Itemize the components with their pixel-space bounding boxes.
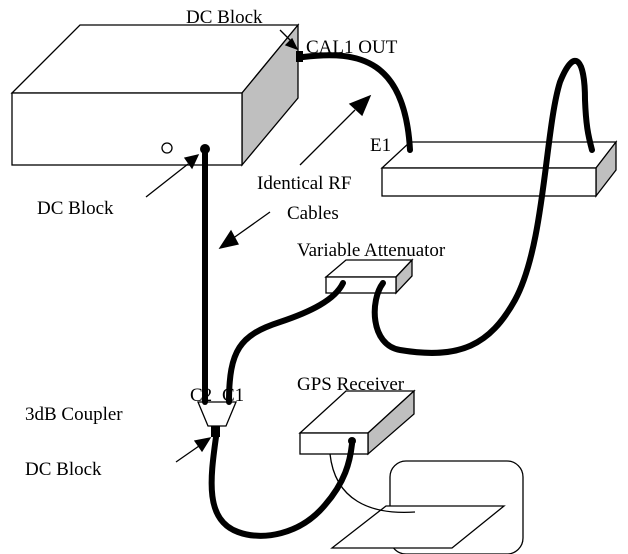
- gps-laptop-cable: [329, 453, 416, 514]
- label-cables: Cables: [287, 203, 339, 224]
- e1-box: [380, 140, 618, 198]
- coupler-body: [197, 401, 237, 427]
- arrow-dc-block-left-line: [145, 163, 189, 198]
- label-cal1-out: CAL1 OUT: [306, 37, 398, 58]
- arrow-dc-block-bottom-line: [175, 445, 200, 463]
- gps-front-face: [299, 432, 369, 455]
- label-3db-coupler: 3dB Coupler: [25, 404, 123, 425]
- cal1-out-connector: [296, 51, 303, 62]
- main-instrument-box: [10, 23, 303, 167]
- label-dc-block-left: DC Block: [37, 198, 114, 219]
- arrow-dc-block-top-head: [284, 37, 299, 51]
- arrow-identical-rf-head: [348, 94, 372, 117]
- label-e1: E1: [370, 135, 391, 156]
- cable-coupler-to-gps: [208, 434, 355, 539]
- e1-box-front-face: [381, 167, 597, 197]
- e1-box-top-face: [380, 141, 618, 169]
- arrow-identical-rf-line: [299, 109, 356, 166]
- cable-cal1-to-e1: [300, 52, 413, 153]
- gps-receiver-box: [298, 389, 416, 456]
- laptop-keyboard: [330, 505, 506, 549]
- cable-c1-to-attenuator: [226, 280, 346, 405]
- label-variable-attenuator: Variable Attenuator: [297, 240, 446, 261]
- main-box-port-circle: [161, 142, 173, 154]
- arrow-cables-head: [218, 229, 239, 249]
- laptop: [330, 460, 524, 554]
- label-gps-receiver: GPS Receiver: [297, 374, 405, 395]
- arrow-dc-block-bottom-head: [193, 437, 212, 453]
- label-c1: C1: [222, 385, 244, 406]
- labels: DC Block CAL1 OUT E1 Identical RF Cables…: [25, 7, 446, 480]
- coupler-dc-block: [211, 426, 220, 437]
- rf-cables: [202, 52, 595, 539]
- arrow-dc-block-left-head: [183, 154, 200, 170]
- arrows: [145, 29, 372, 463]
- label-c2: C2: [190, 385, 212, 406]
- label-identical-rf: Identical RF: [257, 173, 351, 194]
- coupler-3db: [197, 401, 237, 437]
- cable-attenuator-to-e1: [371, 57, 595, 356]
- label-dc-block-bottom: DC Block: [25, 459, 102, 480]
- label-dc-block-top: DC Block: [186, 7, 263, 28]
- arrow-cables-line: [231, 211, 271, 240]
